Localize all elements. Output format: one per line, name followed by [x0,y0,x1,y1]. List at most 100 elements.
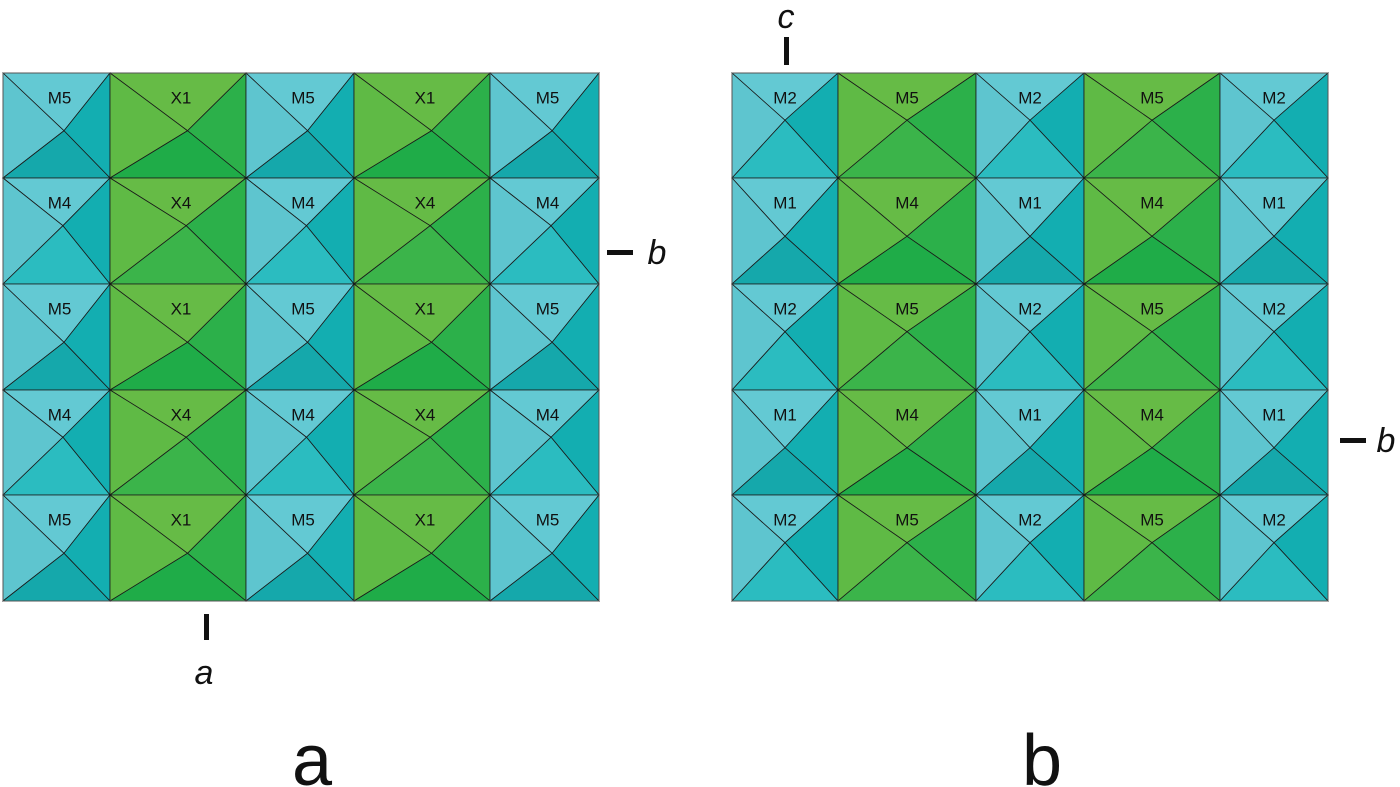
cell-label: M1 [1262,194,1286,213]
polyhedron-M5: M5 [1082,72,1222,179]
polyhedron-X4: X4 [108,389,248,496]
polyhedron-M4: M4 [1,389,111,497]
cell-label: X1 [415,88,436,107]
cell-label: M4 [1140,405,1164,424]
polyhedron-M5: M5 [836,72,978,179]
cell-label: M5 [1140,511,1164,530]
polyhedron-M4: M4 [836,177,978,285]
polyhedron-M2: M2 [730,494,840,603]
polyhedron-M4: M4 [244,389,355,497]
cell-label: M5 [536,88,560,107]
polyhedron-M4: M4 [1,177,111,286]
cell-label: M2 [1018,511,1042,530]
panel-b-label: b [1022,721,1062,787]
cell-label: M1 [773,405,797,424]
cell-label: X1 [171,511,192,530]
polyhedron-M1: M1 [974,176,1086,285]
cell-label: M4 [536,194,560,213]
cell-label: M4 [895,405,919,424]
polyhedron-M2: M2 [974,283,1086,392]
polyhedron-M4: M4 [244,177,355,286]
polyhedron-M2: M2 [730,283,840,392]
polyhedron-M5: M5 [836,494,978,602]
cell-label: X1 [415,511,436,530]
cell-label: M5 [895,88,919,107]
polyhedron-M1: M1 [1218,176,1330,285]
polyhedron-M5: M5 [1082,283,1222,391]
cell-label: X1 [171,300,192,319]
polyhedron-M5: M5 [1,71,111,179]
polyhedron-M5: M5 [488,71,600,179]
polyhedron-M4: M4 [1082,177,1222,285]
polyhedron-M2: M2 [974,494,1086,603]
panel-border [2,72,600,602]
cell-label: M1 [1262,405,1286,424]
polyhedron-M4: M4 [488,389,600,497]
cell-label: X1 [171,88,192,107]
polyhedron-M1: M1 [730,388,840,496]
cell-label: M4 [1140,194,1164,213]
cell-label: M2 [1262,88,1286,107]
cell-label: X4 [415,405,436,424]
polyhedron-M5: M5 [488,493,600,602]
polyhedron-M1: M1 [1218,388,1330,496]
cell-label: M5 [48,511,72,530]
cell-label: M1 [1018,405,1042,424]
cell-label: M5 [291,511,315,530]
cell-label: M5 [1140,300,1164,319]
cell-label: X4 [171,194,192,213]
cell-label: M4 [536,405,560,424]
axis-b-label: b [1377,422,1396,460]
polyhedron-M4: M4 [1082,389,1222,496]
cell-label: M4 [291,405,315,424]
cell-label: M4 [291,194,315,213]
axis-b-label: b [648,234,667,272]
cell-label: M5 [536,511,560,530]
polyhedron-M2: M2 [1218,494,1330,603]
cell-label: M2 [1018,88,1042,107]
cell-label: M5 [48,88,72,107]
cell-label: X4 [171,405,192,424]
polyhedron-M5: M5 [488,282,600,391]
cell-label: M4 [48,405,72,424]
polyhedron-M2: M2 [730,72,840,180]
cell-label: M2 [773,511,797,530]
polyhedron-M1: M1 [974,388,1086,496]
cell-label: M2 [773,88,797,107]
panel-border [731,72,1329,602]
cell-label: X4 [415,194,436,213]
polyhedron-M5: M5 [1,493,111,602]
polyhedron-M5: M5 [1,282,111,391]
cell-label: M2 [773,300,797,319]
polyhedron-M1: M1 [730,176,840,285]
polyhedron-M5: M5 [836,283,978,391]
panel-a-label: a [292,721,333,787]
polyhedron-M2: M2 [974,72,1086,180]
polyhedron-X1: X1 [352,283,492,391]
cell-label: M5 [291,300,315,319]
cell-label: M1 [1018,194,1042,213]
cell-label: M5 [895,511,919,530]
polyhedron-M4: M4 [488,177,600,286]
polyhedron-X4: X4 [352,389,492,496]
axis-b-tick [1340,438,1366,443]
polyhedron-M5: M5 [244,282,355,391]
polyhedron-M4: M4 [836,389,978,496]
cell-label: M2 [1262,300,1286,319]
polyhedron-M5: M5 [244,71,355,179]
polyhedron-M2: M2 [1218,72,1330,180]
polyhedron-X1: X1 [352,494,492,602]
polyhedron-X4: X4 [108,177,248,285]
polyhedron-X1: X1 [108,494,248,602]
cell-label: M5 [48,300,72,319]
axis-c-tick [784,37,789,65]
polyhedron-M2: M2 [1218,283,1330,392]
cell-label: M2 [1018,300,1042,319]
cell-label: M4 [48,194,72,213]
polyhedron-M5: M5 [1082,494,1222,602]
cell-label: M5 [291,88,315,107]
cell-label: M1 [773,194,797,213]
